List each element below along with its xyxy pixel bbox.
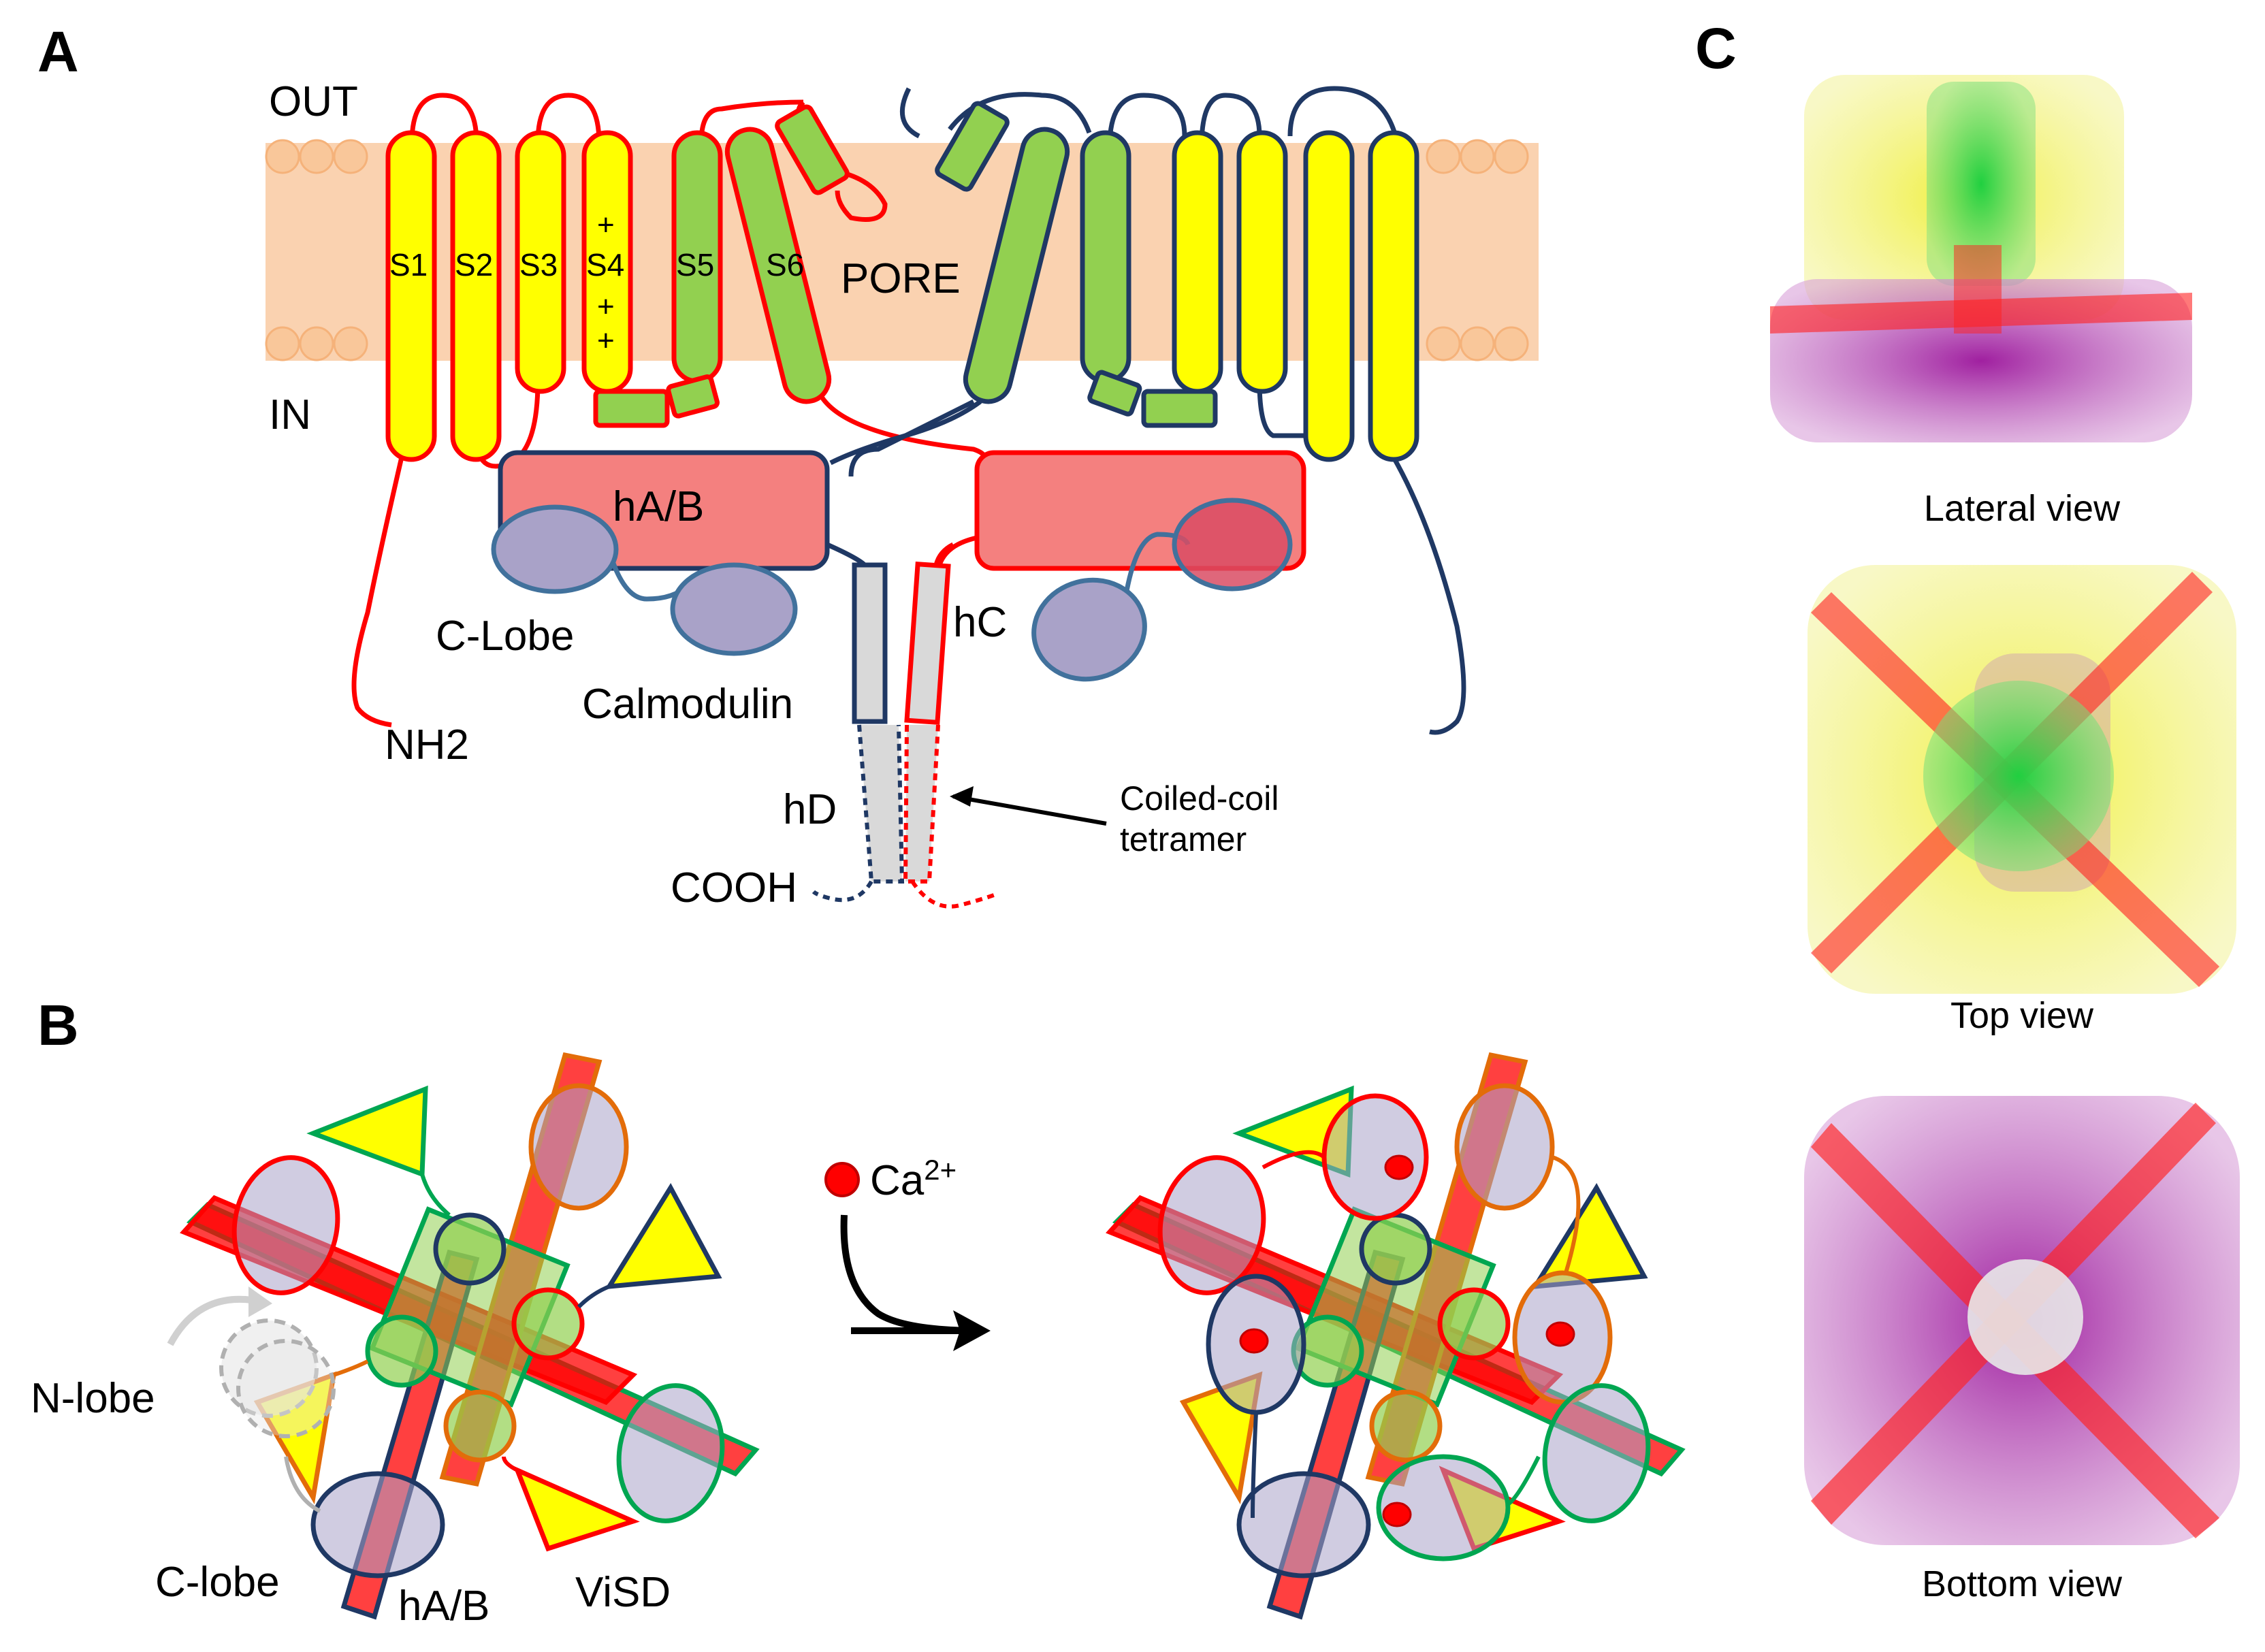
visd-label: ViSD — [575, 1569, 671, 1616]
panel-a-label: A — [37, 20, 79, 84]
s2-label: S2 — [455, 247, 493, 282]
helix-s5-right — [1080, 130, 1131, 384]
hc-label: hC — [953, 599, 1007, 646]
out-label: OUT — [269, 78, 358, 125]
cooh-label: COOH — [671, 864, 797, 911]
helix-s1 — [385, 130, 437, 462]
structure-top-view — [1808, 565, 2236, 994]
binding-arrow — [840, 1214, 981, 1334]
calmodulin-right — [1031, 498, 1293, 682]
n-lobe-arrow — [167, 1295, 253, 1346]
coiled-coil-arrowhead — [950, 786, 974, 807]
s4s5-linker-right-a — [1141, 389, 1218, 428]
vsd-right — [1172, 130, 1419, 462]
svg-text:+: + — [597, 290, 615, 323]
s6-label: S6 — [766, 247, 804, 282]
n-lobe-label: N-lobe — [31, 1375, 155, 1422]
pore-label: PORE — [841, 255, 961, 302]
hd-helix-left — [857, 724, 905, 884]
cam-c-lobe-right — [1031, 577, 1147, 682]
hc-helix-right — [904, 562, 951, 726]
calmodulin-left — [491, 504, 798, 656]
helix-s6 — [724, 127, 832, 404]
in-label: IN — [269, 391, 311, 438]
coiled-coil-label-1: Coiled-coil — [1120, 779, 1279, 817]
s4s5-linker-right-b — [1087, 370, 1142, 417]
s5-label: S5 — [676, 247, 714, 282]
visd-triangle-navy — [605, 1183, 722, 1290]
complex-apo — [167, 1052, 760, 1620]
helix-s3-right — [1236, 130, 1288, 394]
hab-label-a: hA/B — [613, 483, 704, 530]
cam-lobe-red-apo — [231, 1155, 340, 1295]
s1-label: S1 — [389, 247, 428, 282]
lipid-bilayer-right — [1426, 139, 1529, 361]
hc-circle-orange — [443, 1389, 517, 1463]
helix-s4-right — [1172, 130, 1223, 394]
helix-s2-right — [1303, 130, 1355, 462]
hc-circle-red — [511, 1287, 585, 1361]
structure-bottom-view — [1804, 1096, 2240, 1545]
hc-helix-left — [852, 562, 888, 724]
pore-helix-right — [935, 101, 1010, 192]
hc-circle-green — [365, 1314, 438, 1388]
linker-hc-right — [937, 535, 978, 566]
s3-label: S3 — [519, 247, 558, 282]
n-lobe-ghost-1 — [219, 1318, 319, 1418]
calcium-label: Ca2+ — [870, 1154, 957, 1204]
visd-triangle-green — [306, 1085, 428, 1178]
panel-b: B — [31, 993, 1686, 1630]
cam-lobe-green-apo — [616, 1383, 725, 1523]
cooh-tail-left — [812, 880, 873, 903]
panel-b-label: B — [37, 993, 79, 1057]
c-lobe-label-b: C-lobe — [155, 1559, 280, 1606]
nh2-label: NH2 — [385, 722, 469, 768]
structure-lateral-view — [1770, 75, 2192, 442]
helix-s6-right — [963, 127, 1070, 404]
calmodulin-label: Calmodulin — [582, 681, 793, 728]
linker-hc-left — [826, 542, 867, 567]
top-view-label: Top view — [1950, 995, 2094, 1036]
svg-text:+: + — [597, 208, 615, 242]
visd-triangle-red — [513, 1465, 640, 1552]
coiled-coil-label-2: tetramer — [1120, 820, 1247, 858]
complex-ca-bound — [1106, 1052, 1686, 1620]
s4-label: S4 — [586, 247, 624, 282]
cooh-tail-right — [910, 880, 995, 909]
coiled-coil-arrow — [952, 794, 1107, 826]
lateral-view-label: Lateral view — [1924, 488, 2121, 529]
panel-c: C Lateral view Top view Bottom view — [1695, 16, 2240, 1604]
cam-n-lobe-left — [491, 504, 619, 594]
s4s5-linker-left-b — [666, 374, 720, 419]
s4s5-linker-left-a — [593, 389, 670, 428]
right-subunit-loops — [829, 86, 1466, 735]
vsd-left — [385, 130, 633, 462]
cam-n-lobe-right — [1172, 498, 1293, 592]
calcium-ion-icon — [824, 1162, 860, 1197]
panel-a: A OUT IN — [37, 20, 1539, 911]
pore-left — [593, 104, 850, 428]
helix-s3 — [515, 130, 566, 394]
s4-charges: +++ — [597, 208, 615, 357]
binding-arrowhead — [953, 1310, 991, 1351]
n-lobe-ghost-2 — [236, 1339, 336, 1438]
cam-lobe-navy-apo — [310, 1471, 445, 1578]
hc-circle-navy — [433, 1212, 507, 1286]
helix-s2 — [450, 130, 502, 462]
c-lobe-label-a: C-Lobe — [436, 613, 574, 660]
cam-lobe-orange-apo — [528, 1083, 629, 1211]
cam-c-lobe-left — [670, 562, 798, 656]
svg-text:+: + — [597, 324, 615, 357]
helix-s1-right — [1368, 130, 1419, 462]
bottom-view-label: Bottom view — [1922, 1564, 2123, 1604]
pore-right — [935, 101, 1218, 428]
panel-c-label: C — [1695, 16, 1737, 80]
pore-helix-left — [775, 104, 850, 195]
hab-label-b: hA/B — [398, 1583, 489, 1630]
hd-helix-right — [903, 724, 940, 884]
hd-label: hD — [783, 786, 837, 833]
lipid-bilayer-left — [265, 139, 368, 361]
